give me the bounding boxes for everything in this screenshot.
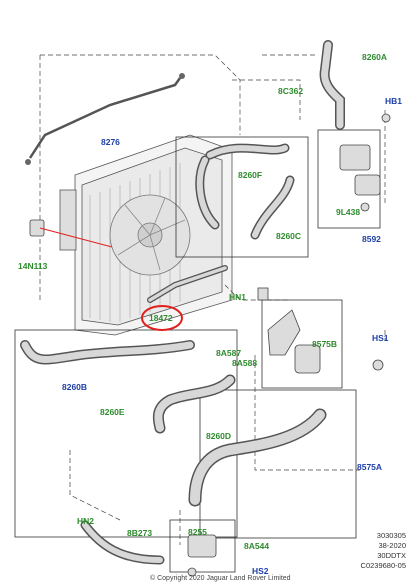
bleed-hose-8276 [28, 77, 182, 159]
diagram-id: 3030305 [376, 531, 406, 540]
hoses [20, 40, 345, 565]
label-HB1: HB1 [385, 96, 402, 106]
label-18472: 18472 [149, 313, 173, 323]
bolt-9L438 [360, 202, 370, 212]
leader-lines [39, 54, 386, 545]
label-8575A: 8575A [357, 462, 382, 472]
label-8260F: 8260F [238, 170, 262, 180]
fittings [29, 113, 391, 577]
label-HS1: HS1 [372, 333, 389, 343]
red-pointer-line [39, 227, 113, 248]
label-8B273: 8B273 [127, 528, 152, 538]
label-8260A: 8260A [362, 52, 387, 62]
highlight-ring [141, 305, 183, 331]
expansion-tank [59, 189, 77, 251]
label-8260C: 8260C [276, 231, 301, 241]
clip-14N113 [29, 219, 45, 237]
diagram-code: 30DDTX [377, 551, 406, 560]
thermostat-housing [339, 144, 371, 171]
diagram-date: 38-2020 [378, 541, 406, 550]
bracket-8A588 [267, 309, 301, 356]
label-8592: 8592 [362, 234, 381, 244]
label-8260D: 8260D [206, 431, 231, 441]
label-8A544: 8A544 [244, 541, 269, 551]
label-8575B: 8575B [312, 339, 337, 349]
label-9L438: 9L438 [336, 207, 360, 217]
label-14N113: 14N113 [18, 261, 48, 271]
label-HS2: HS2 [252, 566, 269, 576]
pump-housing-8575B [294, 344, 321, 374]
label-8276: 8276 [101, 137, 120, 147]
housing-8255 [187, 534, 217, 558]
label-8260E: 8260E [100, 407, 125, 417]
label-HN1: HN1 [229, 292, 246, 302]
label-HN2: HN2 [77, 516, 94, 526]
bolt-HS1 [372, 359, 384, 371]
label-8255: 8255 [188, 527, 207, 537]
label-8A588: 8A588 [232, 358, 257, 368]
bolt-HB1 [381, 113, 391, 123]
diagram-ref: C0239680-05 [360, 561, 406, 570]
bolt-HS2 [187, 567, 197, 577]
bolt-HN1 [257, 287, 269, 301]
label-8260B: 8260B [62, 382, 87, 392]
label-8A587: 8A587 [216, 348, 241, 358]
label-8C362: 8C362 [278, 86, 303, 96]
copyright-notice: © Copyright 2020 Jaguar Land Rover Limit… [150, 575, 291, 582]
